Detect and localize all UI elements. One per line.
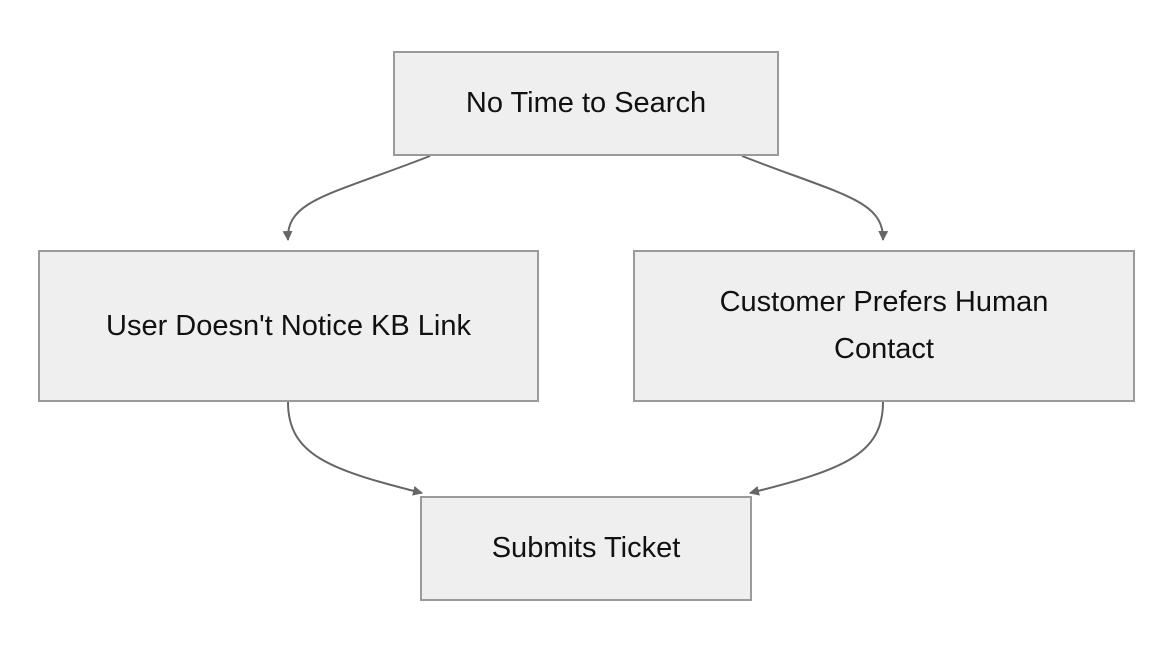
edge-human-to-submit xyxy=(749,401,884,496)
node-no-time-to-search: No Time to Search xyxy=(393,51,779,156)
node-label: Customer Prefers Human Contact xyxy=(719,286,1049,365)
node-label: No Time to Search xyxy=(465,87,707,119)
node-submits-ticket: Submits Ticket xyxy=(420,496,752,601)
edge-no-time-to-human xyxy=(741,155,889,241)
edge-no-time-to-kb-link xyxy=(282,155,431,241)
node-user-doesnt-notice-kb-link: User Doesn't Notice KB Link xyxy=(38,250,539,402)
node-customer-prefers-human-contact: Customer Prefers Human Contact xyxy=(633,250,1135,402)
edge-kb-link-to-submit xyxy=(287,401,423,496)
node-label: User Doesn't Notice KB Link xyxy=(106,309,471,342)
node-label: Submits Ticket xyxy=(491,532,681,564)
